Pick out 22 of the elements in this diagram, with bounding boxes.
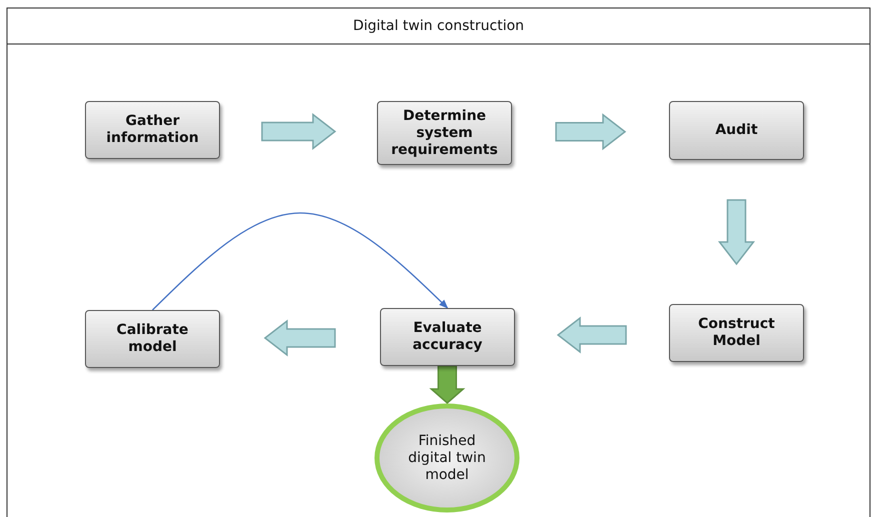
block-arrow xyxy=(261,112,336,150)
block-arrow xyxy=(555,113,626,150)
title: Digital twin construction xyxy=(352,17,526,36)
block-arrow xyxy=(264,319,336,357)
block-arrow xyxy=(429,365,466,404)
process-box xyxy=(377,101,512,165)
node-label: Gather information xyxy=(105,113,200,147)
process-box xyxy=(85,310,220,368)
process-box xyxy=(85,101,220,159)
process-box xyxy=(669,101,804,160)
node-label: Calibrate model xyxy=(116,322,190,356)
process-box xyxy=(669,304,804,362)
curved-arrow xyxy=(152,212,448,310)
end-ellipse xyxy=(374,403,520,513)
block-arrow xyxy=(718,199,756,266)
process-box xyxy=(380,308,515,366)
block-arrow xyxy=(556,316,627,354)
node-label: Determine system requirements xyxy=(390,108,499,158)
node-label: Evaluate accuracy xyxy=(412,320,484,354)
node-label: Audit xyxy=(714,122,759,139)
node-label: Construct Model xyxy=(697,316,776,350)
node-label: Finished digital twin model xyxy=(407,432,487,484)
